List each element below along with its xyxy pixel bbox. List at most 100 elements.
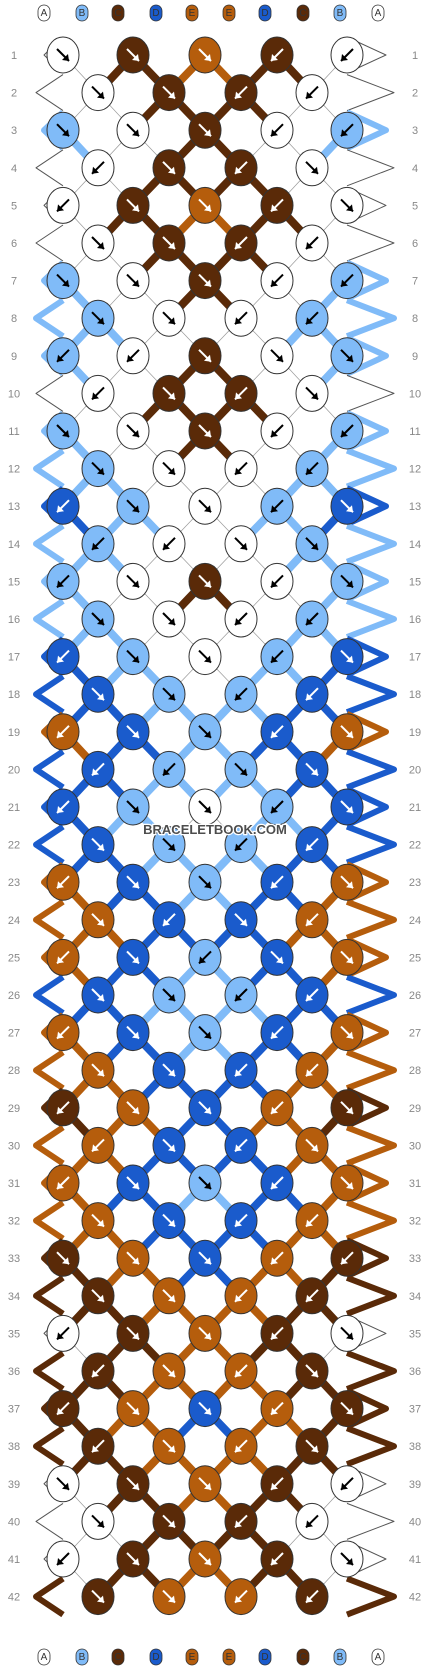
edge-strand <box>345 974 397 1016</box>
knot-arrowhead <box>204 354 211 362</box>
knot <box>295 600 329 638</box>
knot <box>188 562 222 600</box>
knot <box>188 1089 222 1127</box>
knot-arrowhead <box>306 242 313 249</box>
knot <box>330 1390 364 1428</box>
knot <box>330 638 364 676</box>
knot <box>188 713 222 751</box>
knot-arrowhead <box>168 1370 175 1377</box>
knot <box>81 74 115 112</box>
knot-arrowhead <box>306 618 313 625</box>
edge-strand <box>35 74 64 112</box>
knot <box>330 713 364 751</box>
knot <box>330 412 364 450</box>
knot-arrowhead <box>92 542 99 550</box>
knot-arrowhead <box>57 655 64 663</box>
row-number-left: 10 <box>8 388 20 400</box>
knot <box>152 901 186 939</box>
row-number-right: 24 <box>409 915 421 927</box>
edge-strand <box>345 447 397 490</box>
knot <box>81 1427 115 1465</box>
edge-strand <box>33 1425 65 1467</box>
knot <box>295 1427 329 1465</box>
row-number-right: 20 <box>409 764 421 776</box>
row-number-left: 27 <box>8 1028 20 1040</box>
edge-strand <box>346 1314 387 1352</box>
knot <box>295 1352 329 1390</box>
row-number-right: 5 <box>412 200 418 212</box>
row-number-left: 28 <box>8 1065 20 1077</box>
knot-arrowhead <box>57 956 64 964</box>
knot-arrowhead <box>204 204 211 212</box>
row-number-left: 22 <box>8 840 20 852</box>
knot-arrowhead <box>204 1482 211 1490</box>
knot <box>330 938 364 976</box>
knot-arrowhead <box>306 693 313 701</box>
row-number-right: 34 <box>409 1291 421 1303</box>
knot <box>260 863 294 901</box>
knot-arrowhead <box>204 655 211 663</box>
knot-arrowhead <box>57 580 64 588</box>
knot-arrowhead <box>168 618 175 625</box>
row-number-right: 26 <box>409 990 421 1002</box>
thread-letter: D <box>258 1648 272 1666</box>
knot <box>81 750 115 788</box>
knot <box>224 675 258 713</box>
knot <box>330 1164 364 1202</box>
knot <box>81 224 115 262</box>
knot-arrowhead <box>276 354 283 362</box>
knot-arrowhead <box>311 166 318 174</box>
knot <box>330 1089 364 1127</box>
row-number-left: 13 <box>8 501 20 513</box>
knot <box>152 1277 186 1315</box>
knot <box>295 1277 329 1315</box>
knot-arrowhead <box>97 242 104 249</box>
knot <box>46 788 80 826</box>
edge-strand <box>345 1575 397 1618</box>
knot-arrowhead <box>97 91 104 99</box>
knot <box>260 938 294 976</box>
knot <box>46 938 80 976</box>
row-number-left: 11 <box>8 426 19 438</box>
knot <box>260 1540 294 1578</box>
thread-letter: A <box>371 1648 385 1666</box>
knot-arrowhead <box>271 129 278 137</box>
row-number-left: 42 <box>8 1592 20 1604</box>
knot-arrowhead <box>306 1219 313 1227</box>
row-number-right: 25 <box>409 952 421 964</box>
row-number-left: 19 <box>8 727 20 739</box>
row-number-right: 28 <box>409 1065 421 1077</box>
knot <box>81 1277 115 1315</box>
edge-strand <box>345 898 397 941</box>
edge-strand <box>345 1387 389 1430</box>
knot-arrowhead <box>168 1219 175 1227</box>
edge-strand <box>345 1237 389 1279</box>
thread-tab <box>258 1648 272 1666</box>
row-number-right: 37 <box>409 1404 421 1416</box>
thread-letter: B <box>75 4 89 22</box>
knot <box>81 1502 115 1540</box>
row-number-left: 41 <box>8 1554 20 1566</box>
edge-strand <box>346 74 395 112</box>
knot-arrowhead <box>132 54 139 61</box>
knot-arrowhead <box>235 994 242 1001</box>
knot <box>260 186 294 224</box>
knot <box>46 1540 80 1578</box>
knot <box>330 788 364 826</box>
row-number-right: 11 <box>409 426 420 438</box>
knot-arrowhead <box>97 1595 104 1603</box>
thread-letter: A <box>37 4 51 22</box>
thread-letter: D <box>149 4 163 22</box>
knot <box>330 1239 364 1277</box>
knot <box>224 74 258 112</box>
knot-arrowhead <box>204 1106 211 1114</box>
knot <box>116 938 150 976</box>
knot-arrowhead <box>97 994 104 1001</box>
knot <box>152 1427 186 1465</box>
row-number-right: 30 <box>409 1140 421 1152</box>
thread-letter: C <box>111 1648 125 1666</box>
knot-arrowhead <box>341 430 348 437</box>
knot <box>295 74 329 112</box>
edge-strand <box>33 1350 65 1392</box>
